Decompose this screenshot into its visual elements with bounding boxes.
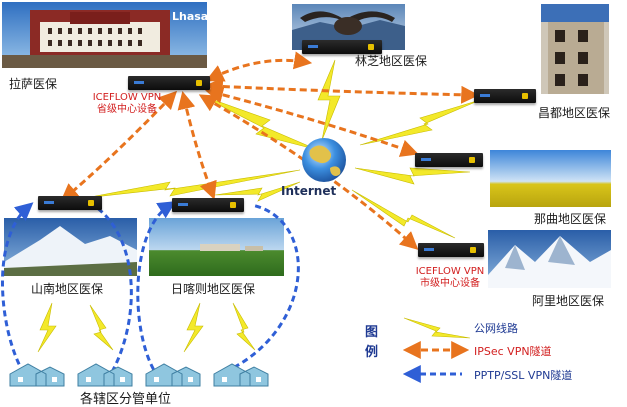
- lightning-b4: [232, 302, 256, 351]
- vpn-device-lhasa: [128, 76, 210, 90]
- photo-nagqu: [490, 150, 611, 207]
- branch-house-3: [145, 363, 201, 387]
- node-label-shigatse: 日喀则地区医保: [171, 282, 256, 296]
- branch-house-4: [213, 363, 269, 387]
- device-label-lhasa-2: 省级中心设备: [97, 104, 157, 115]
- node-label-qamdo: 昌都地区医保: [538, 106, 611, 120]
- node-label-shannan: 山南地区医保: [31, 282, 104, 296]
- lightning-b1: [37, 302, 57, 353]
- branches-label: 各辖区分管单位: [80, 392, 172, 407]
- vpn-device-shannan: [38, 196, 102, 210]
- ipsec-qamdo: [204, 77, 480, 104]
- lightning-qamdo: [359, 99, 481, 146]
- photo-caption-lhasa: Lhasa: [172, 10, 209, 23]
- node-label-lhasa: 拉萨医保: [9, 77, 58, 91]
- vpn-device-qamdo: [474, 89, 536, 103]
- legend-lightning-icon: [403, 317, 471, 339]
- legend-ipsec: IPSec VPN隧道: [474, 345, 552, 358]
- device-label-lhasa-1: ICEFLOW VPN: [92, 92, 162, 103]
- lightning-nyingchi: [317, 59, 341, 141]
- vpn-device-nagqu: [415, 153, 483, 167]
- ipsec-shigatse: [177, 90, 217, 200]
- device-label-ngari-1: ICEFLOW VPN: [415, 266, 485, 277]
- node-label-ngari: 阿里地区医保: [532, 294, 605, 308]
- pptp-shigatse-loop: [136, 205, 300, 374]
- ipsec-shannan: [60, 90, 178, 202]
- legend-title-2: 例: [365, 345, 379, 360]
- photo-shannan: [4, 218, 137, 276]
- internet-globe: [302, 138, 346, 182]
- pptp-shannan-loop: [1, 207, 133, 373]
- ipsec-nyingchi: [205, 51, 313, 82]
- node-label-nagqu: 那曲地区医保: [534, 212, 607, 226]
- branch-house-2: [77, 363, 133, 387]
- branch-house-1: [9, 363, 65, 387]
- vpn-device-shigatse: [172, 198, 244, 212]
- lightning-b2: [89, 304, 114, 351]
- photo-shigatse: [149, 218, 284, 276]
- photo-qamdo: [541, 4, 609, 94]
- lightning-nagqu: [354, 167, 471, 185]
- node-label-nyingchi: 林芝地区医保: [355, 54, 428, 68]
- pptp-tunnels: [1, 205, 300, 374]
- device-label-ngari-2: 市级中心设备: [420, 278, 480, 289]
- legend-pptp: PPTP/SSL VPN隧道: [474, 369, 573, 382]
- legend-title-1: 图: [365, 325, 379, 340]
- legend-symbols: [402, 317, 471, 383]
- legend-public-line: 公网线路: [474, 322, 518, 335]
- photo-ngari: [488, 230, 611, 288]
- internet-label: Internet: [281, 184, 337, 198]
- vpn-device-nyingchi: [302, 40, 382, 54]
- lightning-b3: [183, 302, 204, 353]
- photo-lhasa: [2, 2, 207, 68]
- vpn-device-ngari: [418, 243, 484, 257]
- lightning-ngari: [351, 189, 456, 239]
